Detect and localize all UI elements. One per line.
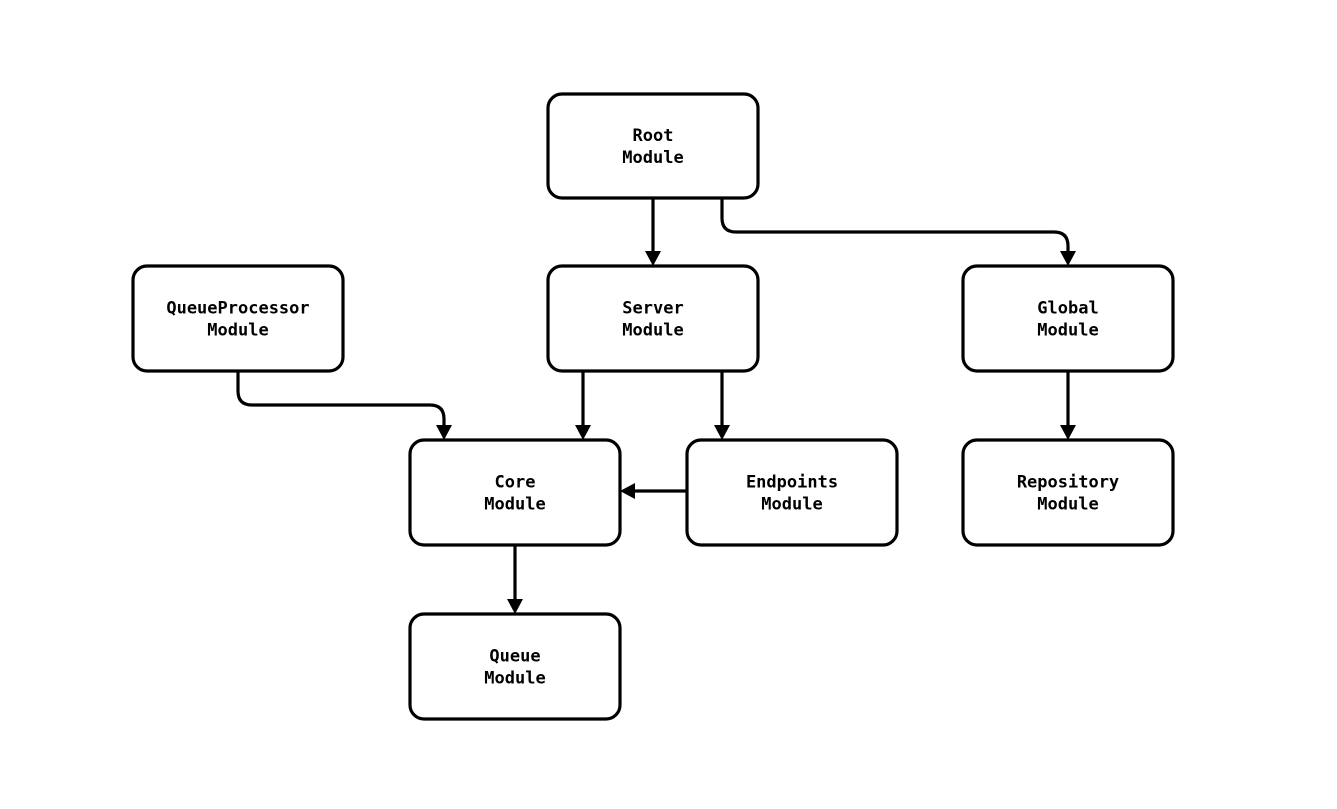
- edges-layer: [236, 198, 1076, 614]
- edge-server-to-endpoints: [714, 371, 730, 440]
- edge-core-to-queue: [507, 545, 523, 614]
- edge-server-to-core-arrowhead-icon: [575, 425, 591, 440]
- root-module-node-label-line2: Module: [622, 148, 683, 168]
- edge-root-to-server: [645, 198, 661, 266]
- core-module-node-rect[interactable]: [408, 438, 622, 547]
- edge-queueprocessor-to-core: [236, 371, 452, 440]
- edge-root-to-server-arrowhead-icon: [645, 251, 661, 266]
- repository-module-node-label-line1: Repository: [1017, 473, 1119, 493]
- edge-queueprocessor-to-core-arrowhead-icon: [436, 425, 452, 440]
- global-module-node-label-line2: Module: [1037, 321, 1098, 341]
- endpoints-module-node-label-line2: Module: [761, 495, 822, 515]
- root-module-node-label-line1: Root: [633, 126, 674, 146]
- repository-module-node-rect[interactable]: [961, 438, 1175, 547]
- endpoints-module-node-label-line1: Endpoints: [746, 473, 838, 493]
- edge-root-to-global-line: [720, 198, 1070, 252]
- edge-root-to-global: [720, 198, 1076, 266]
- edge-server-to-core: [575, 371, 591, 440]
- queueprocessor-module-node-label-line2: Module: [207, 321, 268, 341]
- edge-queueprocessor-to-core-line: [236, 371, 446, 426]
- core-module-node-label-line1: Core: [495, 473, 536, 493]
- edge-root-to-global-arrowhead-icon: [1060, 251, 1076, 266]
- edge-global-to-repository-arrowhead-icon: [1060, 425, 1076, 440]
- root-module-node-rect[interactable]: [546, 92, 760, 200]
- endpoints-module-node-rect[interactable]: [685, 438, 899, 547]
- global-module-node-label-line1: Global: [1037, 299, 1098, 319]
- queueprocessor-module-node-label-line1: QueueProcessor: [166, 299, 309, 319]
- server-module-node-rect[interactable]: [546, 264, 760, 373]
- queueprocessor-module-node-rect[interactable]: [131, 264, 345, 373]
- edge-endpoints-to-core-arrowhead-icon: [620, 483, 635, 499]
- edge-endpoints-to-core: [620, 483, 687, 499]
- queue-module-node-rect[interactable]: [408, 612, 622, 721]
- repository-module-node-label-line2: Module: [1037, 495, 1098, 515]
- edge-server-to-endpoints-arrowhead-icon: [714, 425, 730, 440]
- queue-module-node-label-line2: Module: [484, 669, 545, 689]
- queue-module-node-label-line1: Queue: [489, 647, 540, 667]
- edge-core-to-queue-arrowhead-icon: [507, 599, 523, 614]
- core-module-node-label-line2: Module: [484, 495, 545, 515]
- server-module-node-label-line2: Module: [622, 321, 683, 341]
- global-module-node-rect[interactable]: [961, 264, 1175, 373]
- server-module-node-label-line1: Server: [622, 299, 683, 319]
- edge-global-to-repository: [1060, 371, 1076, 440]
- nodes-layer: RootModuleQueueProcessorModuleServerModu…: [131, 92, 1175, 721]
